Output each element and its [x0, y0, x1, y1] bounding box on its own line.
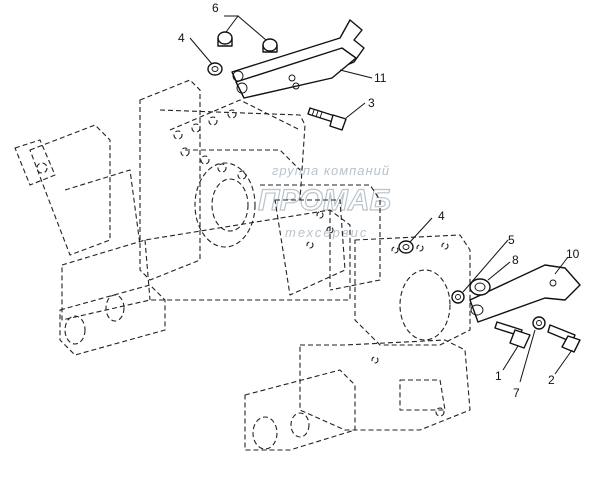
part-10-lever: [469, 264, 581, 323]
part-2-bolt: [547, 324, 581, 353]
callout-4-top: 4: [178, 31, 185, 45]
part-5-washer: [451, 290, 465, 304]
callout-3: 3: [368, 96, 375, 110]
watermark-line1: группа компаний: [272, 163, 390, 178]
callout-10: 10: [566, 247, 580, 261]
callout-11: 11: [374, 71, 387, 85]
callout-5: 5: [508, 233, 515, 247]
frame-phantom: [14, 79, 471, 451]
part-7-bushing: [217, 31, 278, 53]
part-3-bolt: [307, 107, 347, 131]
part-4-nut-mid: [398, 240, 414, 254]
part-11-plate: [231, 19, 365, 99]
part-8-bushing: [469, 278, 491, 296]
watermark: группа компаний ПРОМАБ техсервис: [257, 163, 391, 240]
callouts: 6 4 11 3 4 5 8 10 1 7 2: [178, 1, 580, 400]
callout-1: 1: [495, 369, 502, 383]
callout-4-mid: 4: [438, 209, 445, 223]
watermark-line3: техсервис: [285, 225, 368, 240]
leader-lines: [189, 15, 573, 383]
part-1-bolt: [494, 321, 531, 349]
callout-2: 2: [548, 373, 555, 387]
part-6-washer: [532, 316, 546, 330]
callout-6: 7: [513, 386, 520, 400]
callout-7: 6: [212, 1, 219, 15]
part-4-nut-top: [207, 62, 223, 76]
callout-8: 8: [512, 253, 519, 267]
